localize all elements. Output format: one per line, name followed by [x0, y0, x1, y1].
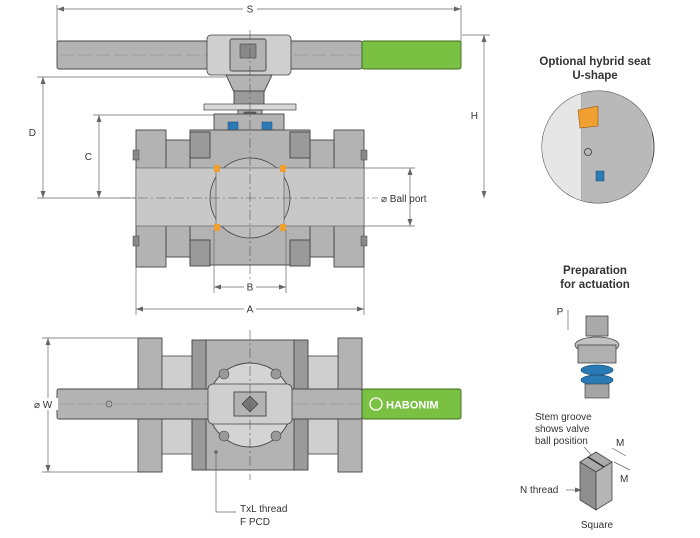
- stem-groove-line1: Stem groove: [535, 412, 592, 423]
- dim-a-label: A: [247, 305, 254, 316]
- stem-m-label-1: M: [616, 438, 624, 449]
- actuation-seal-1: [580, 364, 614, 376]
- actuation-p-label: P: [557, 307, 564, 318]
- bolt-left-top: [189, 131, 211, 159]
- bolt-left-bottom: [189, 239, 211, 267]
- stem-square-label: Square: [581, 520, 614, 531]
- dim-b-label-bg: [244, 281, 256, 293]
- stem-n-thread-arrow: [575, 487, 582, 493]
- dim-w-arrow-bottom: [45, 465, 51, 472]
- dim-w-label-bg: [34, 398, 58, 410]
- handle-nut: [239, 43, 257, 59]
- handle-neck: [225, 74, 273, 93]
- habonim-logo-icon: [369, 397, 383, 411]
- actuation-bonnet: [577, 344, 617, 364]
- stud-left-top: [132, 149, 140, 161]
- dim-b-label: B: [247, 283, 254, 294]
- seat-right-top: [280, 165, 286, 172]
- stem-m-dim-1: [611, 447, 627, 457]
- thread-label-line1: TxL thread: [240, 504, 287, 515]
- plan-bonnet-bolt-2: [270, 368, 282, 380]
- dim-b-arrow-right: [279, 284, 286, 290]
- dim-d-label: D: [29, 128, 36, 139]
- dim-h-arrow-bottom: [481, 191, 487, 198]
- stem-n-thread-label: N thread: [520, 485, 558, 496]
- stud-left-bottom: [132, 235, 140, 247]
- dim-h-arrow-top: [481, 35, 487, 42]
- stem-top: [233, 90, 265, 106]
- thread-leader-dot: [214, 450, 218, 454]
- actuation-title-line2: for actuation: [560, 279, 630, 291]
- dim-a-label-bg: [244, 303, 256, 315]
- dim-a-arrow-right: [357, 306, 364, 312]
- ball-port-label: ⌀ Ball port: [381, 194, 427, 205]
- dim-s-label-bg: [243, 3, 257, 15]
- thread-label-line2: F PCD: [240, 517, 270, 528]
- dim-s-label: S: [247, 5, 254, 16]
- dim-a-arrow-left: [136, 306, 143, 312]
- bolt-right-bottom: [289, 239, 311, 267]
- stem-groove-line3: ball position: [535, 436, 588, 447]
- plan-view: HABONIM ⌀ W TxL thread F PCD: [34, 330, 462, 528]
- plan-handle-grip-green: [361, 388, 462, 420]
- hybrid-seat-ball-area: [542, 91, 582, 203]
- hybrid-seat-orange: [577, 105, 599, 129]
- ball-port-arrow-top: [407, 168, 413, 175]
- thread-leader-line: [215, 452, 236, 513]
- actuation-detail: Preparation for actuation P: [557, 265, 630, 399]
- dim-b-arrow-left: [214, 284, 221, 290]
- dim-d-arrow-bottom: [40, 191, 46, 198]
- stem-groove-mark: [587, 456, 605, 468]
- seat-right-bottom: [280, 224, 286, 231]
- dim-d-arrow-top: [40, 77, 46, 84]
- habonim-brand: HABONIM: [386, 400, 439, 412]
- actuation-seal-2: [580, 374, 614, 386]
- dim-s-arrow-right: [454, 6, 461, 12]
- plan-bonnet-bolt-4: [270, 430, 282, 442]
- dim-w-label: ⌀ W: [34, 400, 53, 411]
- plan-bonnet-bolt-1: [218, 368, 230, 380]
- stem-m-dim-2: [613, 461, 631, 471]
- dim-c-arrow-bottom: [96, 191, 102, 198]
- stem-m-label-2: M: [620, 474, 628, 485]
- actuation-title-line1: Preparation: [563, 265, 627, 277]
- hybrid-seat-title-line2: U-shape: [572, 70, 617, 82]
- dim-s-arrow-left: [57, 6, 64, 12]
- stem-square-right-face: [595, 461, 613, 511]
- dim-w-arrow-top: [45, 338, 51, 345]
- hybrid-seat-oring: [584, 148, 592, 156]
- bolt-right-top: [289, 131, 311, 159]
- stud-right-bottom: [360, 235, 368, 247]
- stud-right-top: [360, 149, 368, 161]
- hybrid-seat-title-line1: Optional hybrid seat: [539, 56, 650, 68]
- stem-groove-line2: shows valve: [535, 424, 590, 435]
- dim-h-label: H: [471, 111, 478, 122]
- handle-grip-green: [361, 40, 462, 70]
- actuation-stem-square: [585, 315, 609, 337]
- actuation-stem-lower: [584, 383, 610, 399]
- hybrid-seat-detail: Optional hybrid seat U-shape: [539, 56, 655, 204]
- ball-port-arrow-bottom: [407, 219, 413, 226]
- side-elevation-view: S: [29, 3, 490, 316]
- stem-detail: Stem groove shows valve ball position M …: [520, 412, 631, 531]
- plan-bonnet-bolt-3: [218, 430, 230, 442]
- hybrid-seat-blue-seal: [595, 170, 605, 182]
- dim-c-arrow-top: [96, 115, 102, 122]
- seat-left-bottom: [214, 224, 220, 231]
- seat-left-top: [214, 165, 220, 172]
- dim-c-label: C: [85, 152, 92, 163]
